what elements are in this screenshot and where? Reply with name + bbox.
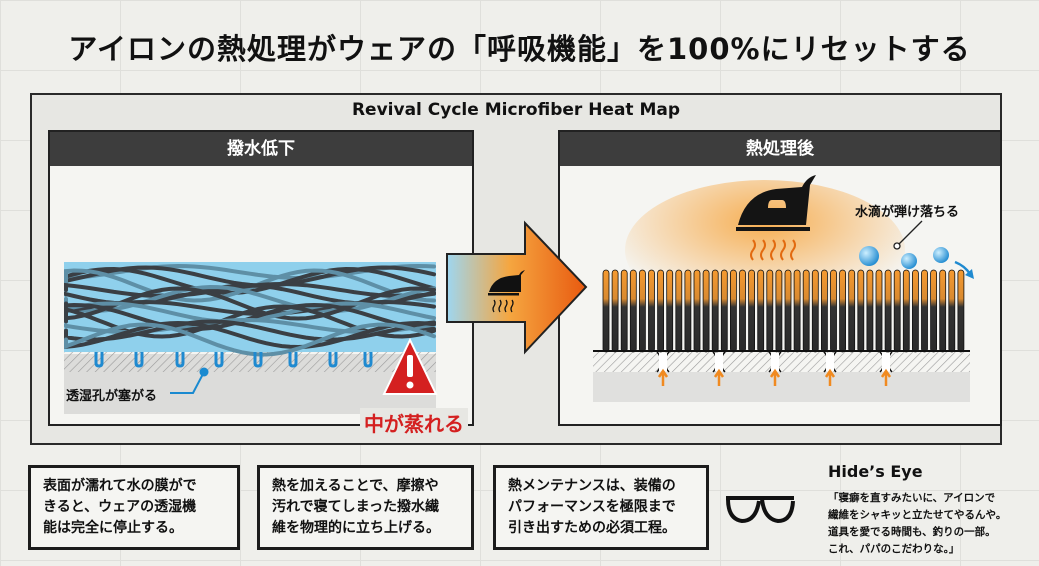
upright-fiber (848, 269, 856, 353)
droplet-label: 水滴が弾け落ちる (855, 205, 960, 220)
upright-fiber (884, 269, 892, 353)
upright-fiber (611, 269, 619, 353)
heat-up-arrow (880, 368, 892, 386)
iron-icon (736, 175, 816, 261)
heat-up-arrow (824, 368, 836, 386)
upright-fiber (839, 269, 846, 353)
upright-fiber (902, 269, 910, 353)
hides-eye-title: Hide’s Eye (828, 462, 923, 481)
pore (288, 352, 298, 368)
note-line: 熱を加えることで、摩擦や (272, 478, 439, 494)
upright-fiber (648, 269, 655, 353)
upright-fiber (693, 269, 701, 353)
upright-fiber (875, 269, 883, 353)
upright-fiber (775, 269, 783, 353)
heat-map-subtitle: Revival Cycle Microfiber Heat Map (351, 100, 681, 120)
upright-fiber (702, 269, 710, 353)
vent-gap (882, 353, 890, 371)
quote-line: 「寝癖を直すみたいに、アイロンで (828, 492, 996, 504)
upright-fiber (939, 269, 947, 353)
fiber-strand (64, 322, 436, 357)
pore (363, 352, 373, 368)
warning-label: 中が蒸れる (360, 408, 468, 437)
vent-gap (771, 353, 779, 371)
upright-fiber (629, 269, 637, 353)
upright-fiber (739, 269, 746, 353)
panel-after-header: 熱処理後 (560, 132, 1000, 166)
upright-fiber (830, 269, 837, 353)
heat-up-arrow (713, 368, 725, 386)
pore (134, 352, 144, 368)
quote-line: 繊維をシャキッと立たせてやるんや。 (828, 509, 1007, 521)
warning-icon (382, 337, 438, 395)
upright-fiber (666, 269, 674, 353)
upright-fiber (793, 269, 801, 353)
vent-gap (715, 353, 723, 371)
note-box-1: 表面が濡れて水の膜がで きると、ウェアの透湿機 能は完全に停止する。 (28, 465, 240, 550)
upright-fiber (730, 269, 737, 353)
upright-fiber (921, 269, 928, 353)
heat-up-arrow (769, 368, 781, 386)
iron-icon (488, 270, 525, 313)
pore (175, 352, 185, 368)
page-title: アイロンの熱処理がウェアの「呼吸機能」を100%にリセットする (68, 32, 971, 66)
note-box-3: 熱メンテナンスは、装備の パフォーマンスを極限まで 引き出すための必須工程。 (493, 465, 709, 550)
upright-fiber (757, 269, 765, 353)
pore-label: 透湿孔が塞がる (66, 389, 158, 404)
note-line: きると、ウェアの透湿機 (43, 499, 197, 515)
upright-fiber (821, 269, 828, 353)
note-box-2: 熱を加えることで、摩擦や 汚れで寝てしまった撥水繊 維を物理的に立ち上げる。 (257, 465, 474, 550)
upright-fiber (602, 269, 610, 353)
upright-fiber (684, 269, 692, 353)
upright-fiber (639, 269, 646, 353)
vent-gap (826, 353, 834, 371)
note-line: 熱メンテナンスは、装備の (508, 478, 676, 494)
upright-fiber (748, 269, 755, 353)
upright-fiber (957, 269, 965, 353)
upright-fiber (857, 269, 865, 353)
quote-line: 道具を愛でる時間も、釣りの一部。 (828, 526, 996, 538)
note-line: 引き出すための必須工程。 (508, 520, 676, 536)
upright-fiber (893, 269, 901, 353)
heat-up-arrow (657, 368, 669, 386)
upright-fiber (784, 269, 792, 353)
pore-callout (170, 367, 209, 394)
upright-fiber (720, 269, 728, 353)
pore (328, 352, 338, 368)
tangled-fabric-illustration (64, 262, 436, 414)
note-line: 維を物理的に立ち上げる。 (272, 520, 440, 536)
upright-fiber (711, 269, 719, 353)
upright-fiber (802, 269, 810, 353)
glasses-icon (726, 496, 795, 524)
upright-fiber (620, 269, 628, 353)
upright-fiber (866, 269, 874, 353)
pore (94, 352, 104, 368)
panel-before-header: 撥水低下 (50, 132, 472, 166)
note-line: 表面が濡れて水の膜がで (43, 478, 197, 494)
fiber-strand (64, 268, 436, 303)
upright-fiber (948, 269, 956, 353)
fiber-strand (64, 319, 436, 342)
pore (214, 352, 224, 368)
transition-arrow (446, 220, 588, 355)
quote-line: これ、パパのこだわりな。」 (828, 543, 960, 555)
pore (253, 352, 263, 368)
upright-fiber (811, 269, 819, 353)
fiber-strand (64, 320, 436, 350)
hides-eye-quote: 「寝癖を直すみたいに、アイロンで 繊維をシャキッと立たせてやるんや。 道具を愛で… (828, 490, 1028, 558)
note-line: パフォーマンスを極限まで (508, 499, 676, 515)
note-line: 能は完全に停止する。 (43, 520, 183, 536)
upright-fiber (930, 269, 937, 353)
water-droplets (859, 220, 974, 279)
upright-fiber (675, 269, 683, 353)
note-line: 汚れで寝てしまった撥水繊 (272, 499, 440, 515)
upright-fiber (912, 269, 919, 353)
vent-gap (659, 353, 667, 371)
upright-fiber (766, 269, 774, 353)
upright-fiber (657, 269, 664, 353)
upright-fibers-illustration (593, 269, 970, 402)
